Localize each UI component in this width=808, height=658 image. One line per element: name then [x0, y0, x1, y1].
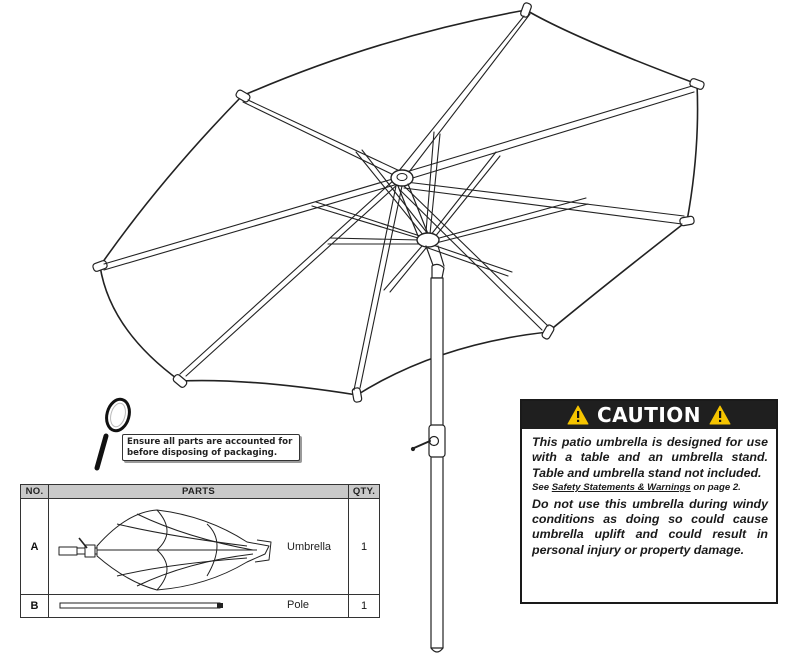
warning-icon [567, 405, 589, 425]
header-qty: Qty. [348, 484, 380, 499]
reference-prefix: See [532, 481, 550, 493]
parts-table: No. Parts Qty. A [20, 484, 380, 618]
table-row: B Pole 1 [20, 594, 380, 618]
part-name: Pole [287, 599, 310, 611]
part-name: Umbrella [287, 541, 332, 553]
part-id: B [20, 594, 49, 618]
part-qty: 1 [348, 594, 380, 618]
parts-note-line-2: before disposing of packaging. [127, 448, 278, 458]
header-no: No. [20, 484, 49, 499]
safety-statements-link: Safety Statements & Warnings [551, 481, 691, 493]
parts-note: Ensure all parts are accounted for befor… [122, 434, 300, 461]
caution-paragraph-2: Do not use this umbrella during windy co… [532, 496, 768, 557]
parts-note-line-1: Ensure all parts are accounted for [127, 437, 293, 447]
pole-part-icon [59, 602, 223, 609]
part-id: A [20, 498, 49, 595]
part-cell: Umbrella [48, 498, 349, 595]
magnifier-icon [94, 397, 131, 471]
caution-title: CAUTION [596, 403, 702, 427]
caution-box: CAUTION This patio umbrella is designed … [520, 399, 778, 604]
part-qty: 1 [348, 498, 380, 595]
parts-table-header: No. Parts Qty. [20, 484, 380, 499]
reference-suffix: on page 2. [693, 481, 741, 493]
warning-icon [709, 405, 731, 425]
table-row: A [20, 498, 380, 595]
caution-reference: See Safety Statements & Warnings on page… [532, 482, 768, 494]
caution-header: CAUTION [522, 401, 776, 429]
caution-paragraph-1: This patio umbrella is designed for use … [532, 435, 768, 480]
header-parts: Parts [48, 484, 349, 499]
caution-body: This patio umbrella is designed for use … [522, 429, 776, 558]
umbrella-part-icon [58, 509, 272, 591]
part-cell: Pole [48, 594, 349, 618]
